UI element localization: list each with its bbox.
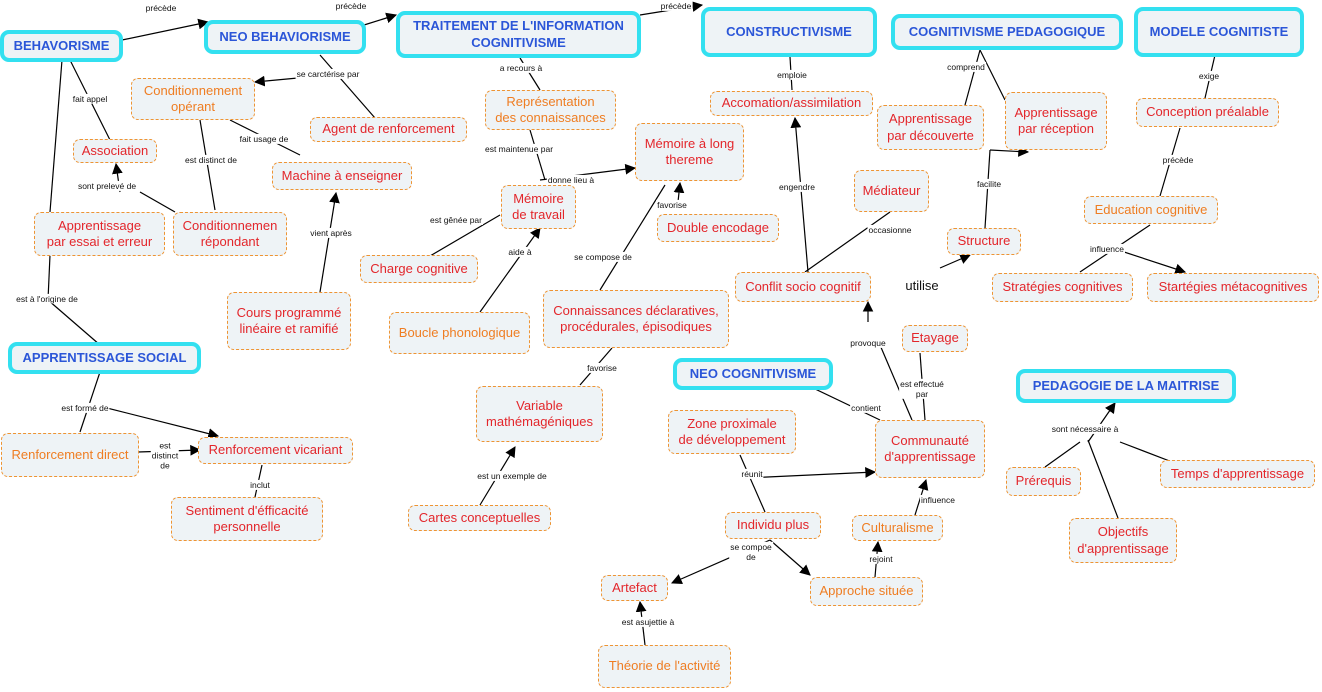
node-apprentissage-reception[interactable]: Apprentissage par réception xyxy=(1005,92,1107,150)
link-label-est-assujettie: est asujettie à xyxy=(620,616,676,628)
link-label-se-compose: se compose de xyxy=(573,251,633,263)
link-label-est-distinct: est distinct de xyxy=(150,440,180,472)
link-label-sont-necessaire: sont nécessaire à xyxy=(1050,423,1120,435)
link-label-precede: précède xyxy=(659,0,693,12)
node-behaviorisme[interactable]: BEHAVORISME xyxy=(0,30,123,62)
node-conception-prealable[interactable]: Conception préalable xyxy=(1136,98,1279,127)
node-double-encodage[interactable]: Double encodage xyxy=(657,214,779,242)
link-label-vient-apres: vient après xyxy=(309,227,353,239)
node-cognitivisme-pedagogique[interactable]: COGNITIVISME PEDAGOGIQUE xyxy=(891,14,1123,50)
link-label-fait-appel: fait appel xyxy=(71,93,109,105)
link-label-est-genee: est gênée par xyxy=(429,214,483,226)
node-structure[interactable]: Structure xyxy=(947,228,1021,255)
link-label-a-recours: a recours à xyxy=(498,62,544,74)
node-zone-proximale[interactable]: Zone proximale de développement xyxy=(668,410,796,454)
link-label-favorise: favorise xyxy=(586,362,618,374)
node-theorie-activite[interactable]: Théorie de l'activité xyxy=(598,645,731,688)
node-cartes-conceptuelles[interactable]: Cartes conceptuelles xyxy=(408,505,551,531)
link-label-precede: précède xyxy=(144,2,178,14)
node-objectifs[interactable]: Objectifs d'apprentissage xyxy=(1069,518,1177,563)
link-label-rejoint: rejoint xyxy=(868,553,894,565)
link-label-est-maintenue: est maintenue par xyxy=(483,143,555,155)
link-label-aide-a: aide à xyxy=(507,246,533,258)
link-label-se-caracterise: se carctérise par xyxy=(295,68,361,80)
node-traitement-information[interactable]: TRAITEMENT DE L'INFORMATION COGNITIVISME xyxy=(396,11,641,58)
link-label-precede: précède xyxy=(334,0,368,12)
node-accomodation[interactable]: Accomation/assimilation xyxy=(710,91,873,116)
link-label-facilite: facilite xyxy=(975,178,1003,190)
node-variable-mathemagenique[interactable]: Variable mathémagéniques xyxy=(476,386,603,442)
node-etayage[interactable]: Etayage xyxy=(902,325,968,352)
node-memoire-travail[interactable]: Mémoire de travail xyxy=(501,185,576,229)
link-label-reunit: réunit xyxy=(740,468,764,480)
node-charge-cognitive[interactable]: Charge cognitive xyxy=(360,255,478,283)
node-strategies-cognitives[interactable]: Stratégies cognitives xyxy=(992,273,1133,302)
node-renforcement-vicariant[interactable]: Renforcement vicariant xyxy=(198,437,353,464)
node-strategies-metacognitives[interactable]: Startégies métacognitives xyxy=(1147,273,1319,302)
link-label-exige: exige xyxy=(1197,70,1221,82)
link-label-engendre: engendre xyxy=(778,181,816,193)
node-apprentissage-decouverte[interactable]: Apprentissage par découverte xyxy=(877,105,984,150)
link-label-est-effectue: est effectué par xyxy=(899,378,945,400)
node-modele-cognitiste[interactable]: MODELE COGNITISTE xyxy=(1134,7,1304,57)
node-culturalisme[interactable]: Culturalisme xyxy=(852,515,943,541)
link-label-emploie: emploie xyxy=(776,69,808,81)
node-conditionnement-repondant[interactable]: Conditionnemen répondant xyxy=(173,212,287,256)
node-representation[interactable]: Représentation des connaissances xyxy=(485,90,616,130)
node-communaute[interactable]: Communauté d'apprentissage xyxy=(875,420,985,478)
node-individu-plus[interactable]: Individu plus xyxy=(725,512,821,539)
node-constructivisme[interactable]: CONSTRUCTIVISME xyxy=(701,7,877,57)
link-label-occasionne: occasionne xyxy=(867,224,913,236)
node-memoire-long[interactable]: Mémoire à long thereme xyxy=(635,123,744,181)
node-sentiment-efficacite[interactable]: Sentiment d'éfficacité personnelle xyxy=(171,497,323,541)
node-cours-programme[interactable]: Cours programmé linéaire et ramifié xyxy=(227,292,351,350)
node-agent-renforcement[interactable]: Agent de renforcement xyxy=(310,117,467,142)
node-renforcement-direct[interactable]: Renforcement direct xyxy=(1,433,139,477)
node-boucle-phonologique[interactable]: Boucle phonologique xyxy=(389,312,530,354)
node-mediateur[interactable]: Médiateur xyxy=(854,170,929,212)
link-label-est-forme: est formé de xyxy=(60,402,110,414)
link-label-influence: influence xyxy=(919,494,957,506)
node-neo-cognitivisme[interactable]: NEO COGNITIVISME xyxy=(673,358,833,390)
node-artefact[interactable]: Artefact xyxy=(601,575,668,601)
node-apprentissage-essai[interactable]: Apprentissage par essai et erreur xyxy=(34,212,165,256)
node-approche-situee[interactable]: Approche située xyxy=(810,577,923,606)
link-label-utilise: utilise xyxy=(905,278,939,294)
node-pedagogie-maitrise[interactable]: PEDAGOGIE DE LA MAITRISE xyxy=(1016,369,1236,403)
node-neo-behaviorisme[interactable]: NEO BEHAVIORISME xyxy=(204,20,366,54)
link-label-influence: influence xyxy=(1088,243,1126,255)
node-conflit-socio[interactable]: Conflit socio cognitif xyxy=(735,272,871,302)
node-conditionnement-operant[interactable]: Conditionnement opérant xyxy=(131,78,255,120)
link-label-est-distinct: est distinct de xyxy=(184,154,238,166)
link-label-donne-lieu: donne lieu à xyxy=(546,174,596,186)
node-connaissances[interactable]: Connaissances déclaratives, procédurales… xyxy=(543,290,729,348)
node-association[interactable]: Association xyxy=(73,139,157,163)
link-label-favorise: favorise xyxy=(656,199,688,211)
node-prerequis[interactable]: Prérequis xyxy=(1006,467,1081,496)
link-label-contient: contient xyxy=(850,402,882,414)
link-label-comprend: comprend xyxy=(946,61,986,73)
link-label-precede: précède xyxy=(1161,154,1195,166)
link-label-fait-usage: fait usage de xyxy=(238,133,290,145)
link-label-est-origine: est à l'origine de xyxy=(15,293,79,305)
node-machine-enseigner[interactable]: Machine à enseigner xyxy=(272,162,412,190)
node-education-cognitive[interactable]: Education cognitive xyxy=(1084,196,1218,224)
link-label-se-compose: se compoe de xyxy=(729,541,773,563)
node-temps-apprentissage[interactable]: Temps d'apprentissage xyxy=(1160,460,1315,488)
link-label-provoque: provoque xyxy=(849,337,887,349)
link-label-inclut: inclut xyxy=(249,479,271,491)
link-label-est-exemple: est un exemple de xyxy=(476,470,548,482)
node-apprentissage-social[interactable]: APPRENTISSAGE SOCIAL xyxy=(8,342,201,374)
link-label-sont-preleve: sont prelevé de xyxy=(76,180,138,192)
